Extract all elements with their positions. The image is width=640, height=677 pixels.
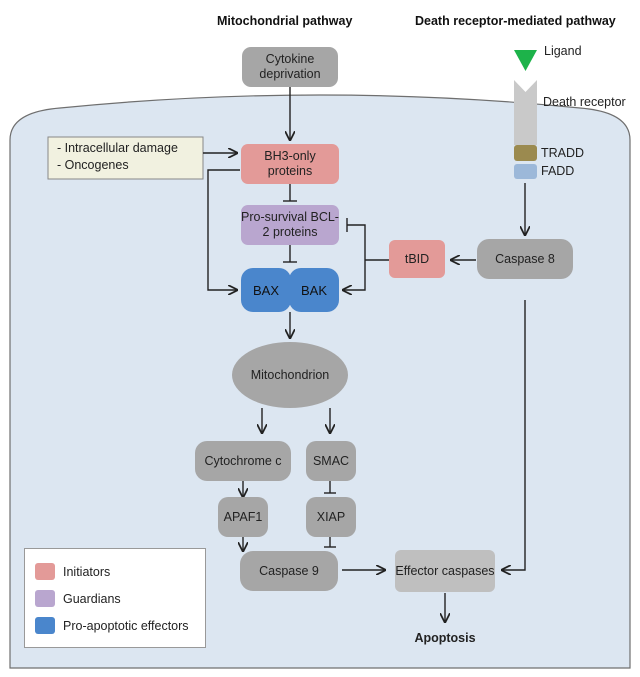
- bh3-only-proteins-node: BH3-only proteins: [241, 144, 339, 184]
- apoptosis-label: Apoptosis: [414, 630, 476, 645]
- tradd-block: [514, 145, 537, 161]
- fadd-block: [514, 164, 537, 179]
- legend-swatch-effectors: [35, 617, 55, 634]
- header-mitochondrial: Mitochondrial pathway: [217, 14, 353, 28]
- damage-label: - Intracellular damage: [57, 141, 178, 155]
- caspase-9-node: Caspase 9: [240, 551, 338, 591]
- legend-item-guardians: Guardians: [35, 590, 121, 607]
- arrow-caspase8-effector: [502, 300, 526, 570]
- pro-survival-bcl2-node: Pro-survival BCL-2 proteins: [241, 205, 339, 245]
- arrow-tbid-bak: [343, 260, 366, 290]
- tradd-label: TRADD: [541, 146, 585, 160]
- death-receptor-shape: [514, 80, 537, 145]
- legend-item-initiators: Initiators: [35, 563, 110, 580]
- ligand-triangle: [514, 50, 537, 71]
- legend-label: Initiators: [63, 564, 111, 579]
- effector-caspases-node: Effector caspases: [395, 550, 495, 592]
- legend-label: Guardians: [63, 591, 121, 606]
- cytokine-deprivation-node: Cytokine deprivation: [242, 47, 338, 87]
- caspase-8-node: Caspase 8: [477, 239, 573, 279]
- fadd-label: FADD: [541, 164, 575, 178]
- mitochondrion-label: Mitochondrion: [250, 367, 330, 382]
- legend: Initiators Guardians Pro-apoptotic effec…: [24, 548, 206, 648]
- legend-item-effectors: Pro-apoptotic effectors: [35, 617, 189, 634]
- apaf1-node: APAF1: [218, 497, 268, 537]
- damage-box: [47, 136, 204, 180]
- ligand-label: Ligand: [544, 44, 582, 58]
- oncogenes-label: - Oncogenes: [57, 158, 129, 172]
- bax-node: BAX: [241, 268, 291, 312]
- arrow-bh3-bax: [207, 169, 240, 290]
- legend-swatch-initiators: [35, 563, 55, 580]
- legend-label: Pro-apoptotic effectors: [63, 618, 189, 633]
- mitochondrion-shape: [232, 342, 348, 408]
- legend-swatch-guardians: [35, 590, 55, 607]
- bak-node: BAK: [289, 268, 339, 312]
- cytochrome-c-node: Cytochrome c: [195, 441, 291, 481]
- death-receptor-label: Death receptor: [543, 95, 626, 109]
- header-death-receptor: Death receptor-mediated pathway: [415, 14, 616, 28]
- tbid-node: tBID: [389, 240, 445, 278]
- xiap-node: XIAP: [306, 497, 356, 537]
- smac-node: SMAC: [306, 441, 356, 481]
- inhibit-tbid-prosurvival: [347, 224, 366, 260]
